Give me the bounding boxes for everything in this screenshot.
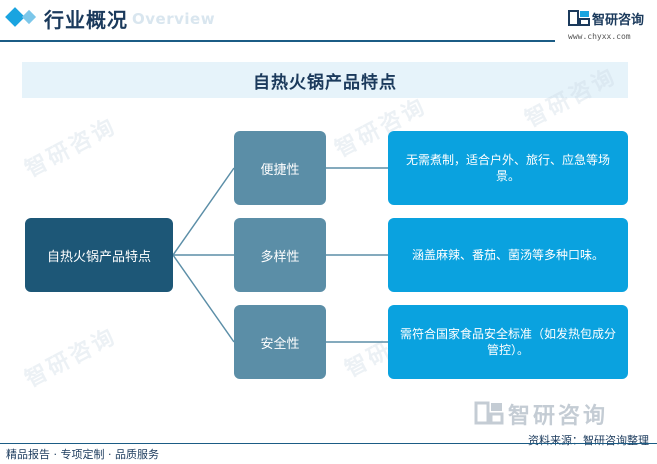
section-subtitle: Overview xyxy=(132,10,216,28)
footer-logo-text: 智研咨询 xyxy=(508,404,609,429)
section-title: 行业概况 xyxy=(44,8,128,32)
header-divider xyxy=(0,40,555,42)
connector-root-to-branch-0 xyxy=(172,167,235,256)
footer-divider xyxy=(0,443,657,444)
brand-logo-icon xyxy=(568,10,590,26)
brand-name: 智研咨询 xyxy=(592,13,645,28)
description-node-diversity: 涵盖麻辣、番茄、菌汤等多种口味。 xyxy=(388,218,628,292)
page-header: 行业概况 Overview 智研咨询 www.chyxx.com xyxy=(0,0,657,44)
diagram-title: 自热火锅产品特点 xyxy=(253,72,397,93)
footer-logo-icon xyxy=(474,401,504,425)
diagram-banner: 自热火锅产品特点 xyxy=(22,62,628,98)
description-node-safety: 需符合国家食品安全标准（如发热包成分管控）。 xyxy=(388,305,628,379)
connector-root-to-branch-2 xyxy=(172,254,235,343)
data-source: 资料来源：智研咨询整理 xyxy=(528,434,649,447)
category-node-safety: 安全性 xyxy=(234,305,326,379)
category-node-convenience: 便捷性 xyxy=(234,131,326,205)
watermark-icon: 智研咨询 xyxy=(21,323,122,393)
brand-block: 智研咨询 www.chyxx.com xyxy=(568,6,654,42)
footer-logo: 智研咨询 xyxy=(474,398,634,429)
watermark-icon: 智研咨询 xyxy=(21,113,122,183)
diamond-small-icon xyxy=(21,9,37,25)
brand-url: www.chyxx.com xyxy=(568,32,631,41)
root-node: 自热火锅产品特点 xyxy=(25,218,173,292)
footer-services: 精品报告 · 专项定制 · 品质服务 xyxy=(6,448,159,461)
category-node-diversity: 多样性 xyxy=(234,218,326,292)
description-node-convenience: 无需煮制，适合户外、旅行、应急等场景。 xyxy=(388,131,628,205)
